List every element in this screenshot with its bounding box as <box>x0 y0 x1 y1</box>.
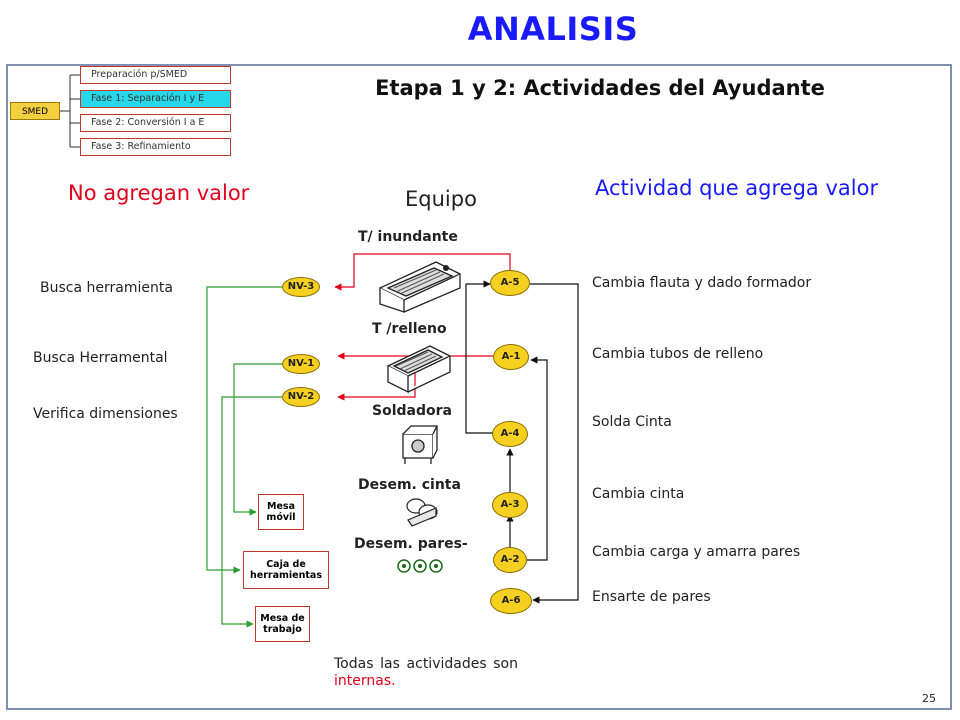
value-activity-solda-cinta: Solda Cinta <box>592 414 672 430</box>
value-node-a2[interactable]: A-2 <box>493 547 527 573</box>
value-activity-cambia-cinta: Cambia cinta <box>592 486 685 502</box>
resource-mesa-movil[interactable]: Mesa móvil <box>258 494 304 530</box>
tank-relleno-icon <box>386 345 452 394</box>
nv-node-2[interactable]: NV-2 <box>282 387 320 407</box>
equipment-label-desem-cinta: Desem. cinta <box>358 477 461 493</box>
value-node-a6[interactable]: A-6 <box>490 588 532 614</box>
smed-root-node[interactable]: SMED <box>10 102 60 120</box>
tank-inundante-icon <box>378 261 462 313</box>
value-activity-cambia-carga: Cambia carga y amarra pares <box>592 544 801 560</box>
soldadora-icon <box>402 425 439 464</box>
phase-3[interactable]: Fase 3: Refinamiento <box>80 138 231 156</box>
page-title: ANALISIS <box>467 10 639 48</box>
desem-pares-icon <box>397 559 443 573</box>
nv-activity-busca-herramienta: Busca herramienta <box>40 280 173 296</box>
note-highlight: internas. <box>334 673 396 689</box>
value-heading: Actividad que agrega valor <box>595 176 879 200</box>
nv-activity-verifica-dimensiones: Verifica dimensiones <box>33 406 178 422</box>
value-node-a3[interactable]: A-3 <box>492 492 528 518</box>
nv-node-3[interactable]: NV-3 <box>282 277 320 297</box>
nv-node-1[interactable]: NV-1 <box>282 354 320 374</box>
value-activity-ensarte-pares: Ensarte de pares <box>592 589 711 605</box>
value-node-a1[interactable]: A-1 <box>493 344 529 370</box>
desem-cinta-icon <box>406 498 438 527</box>
resource-caja-herramientas[interactable]: Caja de herramientas <box>243 551 329 589</box>
equipment-label-soldadora: Soldadora <box>372 403 452 419</box>
equipment-label-desem-pares: Desem. pares- <box>354 536 468 552</box>
internal-activities-note: Todas las actividades son internas. <box>334 656 518 690</box>
note-text: Todas las actividades son <box>334 656 518 672</box>
phase-1[interactable]: Fase 1: Separación I y E <box>80 90 231 108</box>
value-node-a4[interactable]: A-4 <box>492 421 528 447</box>
value-activity-cambia-flauta: Cambia flauta y dado formador <box>592 275 812 291</box>
phase-preparation[interactable]: Preparación p/SMED <box>80 66 231 84</box>
equipment-label-relleno: T /relleno <box>372 321 447 337</box>
no-value-heading: No agregan valor <box>68 181 250 205</box>
value-node-a5[interactable]: A-5 <box>490 270 530 296</box>
resource-mesa-trabajo[interactable]: Mesa de trabajo <box>255 606 310 642</box>
stage-title: Etapa 1 y 2: Actividades del Ayudante <box>375 76 825 100</box>
phase-2[interactable]: Fase 2: Conversión I a E <box>80 114 231 132</box>
content-frame <box>6 64 952 710</box>
nv-activity-busca-herramental: Busca Herramental <box>33 350 168 366</box>
page-number: 25 <box>922 692 936 705</box>
equipment-label-inundante: T/ inundante <box>358 229 458 245</box>
value-activity-cambia-tubos: Cambia tubos de relleno <box>592 346 764 362</box>
equipment-heading: Equipo <box>405 187 477 211</box>
